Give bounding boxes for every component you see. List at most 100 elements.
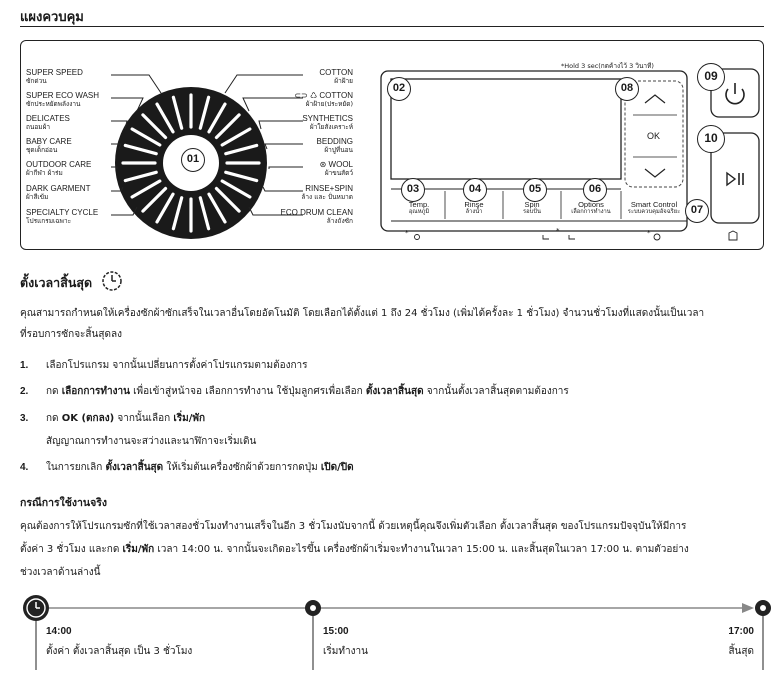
timeline-desc-3: สิ้นสุด xyxy=(728,646,754,657)
dial-tick xyxy=(207,102,227,134)
leader-line xyxy=(111,186,124,192)
spin-hold-icon xyxy=(542,235,549,240)
badge-10: 10 xyxy=(697,125,725,153)
example-line-2: ตั้งค่า 3 ชั่วโมง และกด เริ่ม/พัก เวลา 1… xyxy=(20,544,689,555)
display-panel-outline xyxy=(380,70,688,232)
badge-01: 01 xyxy=(181,148,205,172)
leader-line xyxy=(248,206,303,216)
dial-tick xyxy=(224,143,259,156)
leader-line xyxy=(264,143,303,150)
power-button[interactable] xyxy=(710,68,760,118)
start-pause-button[interactable] xyxy=(710,132,760,224)
leader-line xyxy=(262,186,303,192)
example-line-3: ช่วงเวลาด้านล่างนี้ xyxy=(20,567,101,578)
badge-02: 02 xyxy=(387,77,411,101)
leader-line xyxy=(111,74,162,94)
control-panel-drawing xyxy=(111,68,760,241)
timeline-time-1: 14:00 xyxy=(46,626,72,637)
eco-icon: ⊂⊃ ♺ xyxy=(294,91,320,100)
dial-tick xyxy=(220,127,252,147)
delay-end-title: ตั้งเวลาสิ้นสุด xyxy=(20,275,93,290)
leader-line xyxy=(242,97,303,112)
dial-tick xyxy=(130,127,162,147)
step-3-note: สัญญาณการทำงานจะสว่างและนาฬิกาจะเริ่มเดิ… xyxy=(46,436,257,447)
hold-note: *Hold 3 sec(กดค้างไว้ 3 วินาที) xyxy=(561,62,654,70)
dial-tick xyxy=(130,179,162,199)
timer-icon xyxy=(102,271,122,291)
display-screen xyxy=(390,78,622,180)
step-text-segment: ให้เริ่มต้นเครื่องซักผ้าด้วยการกดปุ่ม xyxy=(163,462,321,473)
step-text-segment: กด xyxy=(46,386,62,397)
timeline-desc-2: เริ่มทำงาน xyxy=(323,646,368,657)
step-3: 3.กด OK (ตกลง) จากนั้นเลือก เริ่ม/พัก xyxy=(20,413,206,424)
leader-line xyxy=(111,97,144,112)
dial-tick xyxy=(207,192,227,224)
leader-line xyxy=(111,120,128,130)
badge-08: 08 xyxy=(615,77,639,101)
step-text-segment: เพื่อเข้าสู่หน้าจอ เลือกการทำงาน ใช้ปุ่ม… xyxy=(129,386,366,397)
badge-09: 09 xyxy=(697,63,725,91)
ok-button[interactable]: OK xyxy=(647,131,661,141)
intro-line-2: ที่รอบการซักจะสิ้นสุดลง xyxy=(20,329,122,340)
title-divider xyxy=(20,26,764,27)
dial-tick xyxy=(214,113,241,140)
badge-03: 03 xyxy=(401,178,425,202)
timeline-time-3: 17:00 xyxy=(728,626,754,637)
step-2: 2.กด เลือกการทำงาน เพื่อเข้าสู่หน้าจอ เล… xyxy=(20,386,569,397)
child-lock-icon xyxy=(728,230,738,241)
dial-tick xyxy=(141,186,168,213)
step-text-segment: เริ่ม/พัก xyxy=(173,413,206,424)
dial-tick xyxy=(171,95,184,130)
temp-lock-icon xyxy=(414,234,420,240)
dial-tick xyxy=(214,186,241,213)
dial-tick xyxy=(123,170,158,183)
dial-tick xyxy=(171,196,184,231)
hold-mark-temp: * xyxy=(405,229,409,237)
hold-mark-spin: * xyxy=(556,227,560,235)
badge-05: 05 xyxy=(523,178,547,202)
leader-line xyxy=(111,143,122,150)
arrow-down-icon xyxy=(644,168,666,178)
dial-tick xyxy=(141,113,168,140)
leader-line xyxy=(111,166,118,169)
step-1: 1.เลือกโปรแกรม จากนั้นเปลี่ยนการตั้งค่าโ… xyxy=(20,360,308,371)
leader-line xyxy=(258,120,303,130)
step-text-segment: จากนั้นเลือก xyxy=(114,413,174,424)
navigation-group-outline xyxy=(624,80,684,188)
step-text-segment: จากนั้นตั้งเวลาสิ้นสุดตามต้องการ xyxy=(423,386,569,397)
leader-line xyxy=(268,166,303,169)
dial-tick xyxy=(220,179,252,199)
wool-icon: ⊛ xyxy=(319,160,329,169)
dial-tick xyxy=(224,170,259,183)
step-text-segment: เลือกการทำงาน xyxy=(61,386,130,397)
leader-line xyxy=(224,74,303,94)
step-text-segment: เลือกโปรแกรม จากนั้นเปลี่ยนการตั้งค่าโปร… xyxy=(46,360,308,371)
step-4: 4.ในการยกเลิก ตั้งเวลาสิ้นสุด ให้เริ่มต้… xyxy=(20,462,354,473)
play-icon xyxy=(726,171,737,187)
step-text-segment: ตั้งเวลาสิ้นสุด xyxy=(105,462,164,473)
timeline-desc-1: ตั้งค่า ตั้งเวลาสิ้นสุด เป็น 3 ชั่วโมง xyxy=(46,646,193,657)
settings-icon xyxy=(653,233,661,241)
dial-tick xyxy=(155,102,175,134)
temp-button[interactable]: Temp.อุณหภูมิ xyxy=(408,200,430,215)
spin-hold-icon-2 xyxy=(568,235,575,240)
